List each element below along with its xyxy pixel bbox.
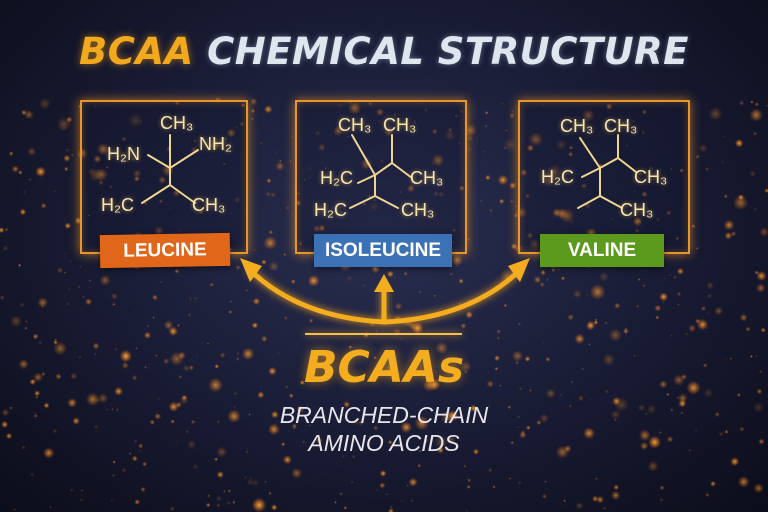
group-ch3: CH₃ [634,167,668,187]
label-isoleucine: ISOLEUCINE [314,234,452,267]
group-h2n: H₂N [107,144,140,164]
group-ch3: CH₃ [338,115,372,135]
bcaas-heading: BCAAs [303,342,465,393]
subtitle-line-1: BRANCHED-CHAIN [279,402,489,428]
arrow-to-leucine [247,267,388,325]
page-title: BCAA CHEMICAL STRUCTURE [0,30,768,73]
group-ch3: CH₃ [560,116,594,136]
group-h2c: H₂C [314,200,347,220]
group-nh2: NH₂ [199,134,232,154]
group-h2c: H₂C [541,167,574,187]
label-leucine: LEUCINE [99,232,231,269]
group-h2c: H₂C [101,195,134,215]
isoleucine-structure-box [295,100,467,254]
arrows [247,267,523,325]
group-h2c: H₂C [320,168,353,188]
group-ch3: CH₃ [620,200,654,220]
subtitle-line-2: AMINO ACIDS [308,430,460,456]
group-ch3: CH₃ [604,116,638,136]
group-ch3: CH₃ [192,195,226,215]
title-chemical-structure: CHEMICAL STRUCTURE [207,30,689,73]
group-ch3: CH₃ [383,115,417,135]
title-bcaa: BCAA [79,30,194,73]
group-ch3: CH₃ [410,168,444,188]
group-ch3: CH₃ [160,113,194,133]
arrow-to-valine [382,267,523,325]
group-ch3: CH₃ [401,200,435,220]
label-valine: VALINE [540,234,664,267]
